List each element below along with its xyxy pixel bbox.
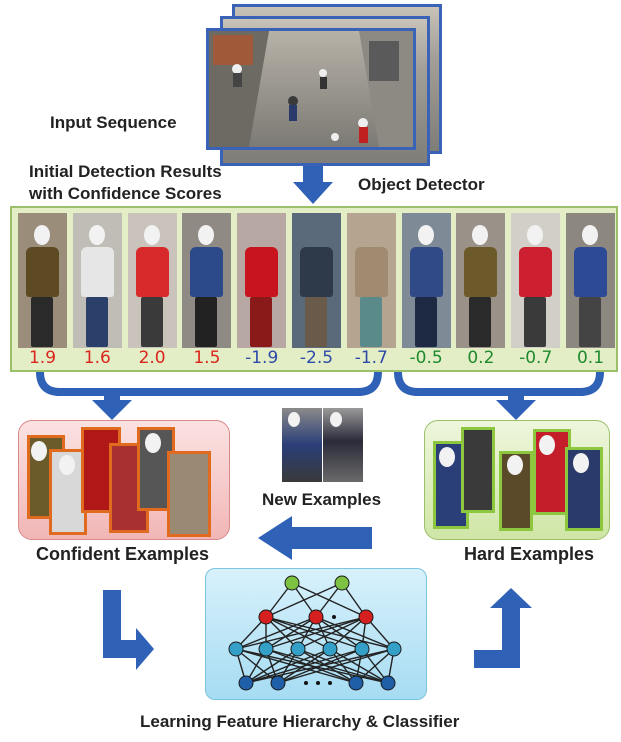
network-edge xyxy=(245,648,395,684)
network-edge xyxy=(265,616,299,650)
confidence-score: 1.6 xyxy=(83,348,111,368)
detector-arrow xyxy=(293,166,333,204)
ellipsis-dot xyxy=(304,681,308,685)
detection-crop xyxy=(401,213,451,348)
object-detector-label: Object Detector xyxy=(358,175,485,194)
network-edge xyxy=(245,648,331,684)
confidence-score: -0.5 xyxy=(409,348,443,368)
detection-crop xyxy=(292,213,341,348)
confidence-score: -1.7 xyxy=(354,348,388,368)
detection-crop xyxy=(566,213,615,348)
confidence-score: 1.9 xyxy=(28,348,57,368)
confident-examples-panel xyxy=(18,420,230,540)
network-edge xyxy=(265,616,367,650)
feature-hierarchy-network xyxy=(228,575,402,691)
hidden-node-low xyxy=(354,641,370,657)
network-edge xyxy=(355,648,395,684)
network-edge xyxy=(265,648,357,684)
confidence-score: -0.7 xyxy=(519,348,553,368)
hidden-node-low xyxy=(258,641,274,657)
detections-band: 1.9 1.6 2.0 1.5 -1.9 -2.5 -1.7 -0.5 0.2 -0.7 0.1 xyxy=(10,206,618,372)
network-edge xyxy=(265,582,343,618)
initial-results-label-line2: with Confidence Scores xyxy=(29,184,222,203)
input-node xyxy=(238,675,254,691)
hidden-node-low xyxy=(228,641,244,657)
network-box xyxy=(205,568,427,700)
detection-crop xyxy=(346,213,396,348)
network-edge xyxy=(265,616,331,650)
learning-label: Learning Feature Hierarchy & Classifier xyxy=(140,712,460,731)
confident-crop-6 xyxy=(167,451,211,537)
detection-crop xyxy=(456,213,506,348)
detection-crop xyxy=(18,213,67,348)
ellipsis-dot xyxy=(316,681,320,685)
confidence-score: 2.0 xyxy=(138,348,166,368)
network-edge xyxy=(315,616,395,650)
network-edge xyxy=(297,616,367,650)
input-node xyxy=(348,675,364,691)
confidence-score: -2.5 xyxy=(299,348,334,368)
hidden-node-high xyxy=(358,609,374,625)
detection-crop xyxy=(72,213,122,348)
confidence-score: 1.5 xyxy=(193,348,221,368)
input-sequence-label: Input Sequence xyxy=(50,113,177,132)
detection-crop xyxy=(237,213,287,348)
top-node xyxy=(334,575,350,591)
detection-crop xyxy=(182,213,232,348)
street-scene-image xyxy=(209,31,413,147)
confidence-score: 0.1 xyxy=(576,348,605,368)
hidden-node-low xyxy=(290,641,306,657)
ellipsis-dot xyxy=(332,615,336,619)
input-node xyxy=(270,675,286,691)
network-edge xyxy=(235,616,367,650)
network-edge xyxy=(235,616,317,650)
network-edge xyxy=(315,616,363,650)
network-edge xyxy=(297,648,357,684)
network-edge xyxy=(329,616,367,650)
network-edge xyxy=(265,616,317,650)
hidden-node-high xyxy=(258,609,274,625)
hidden-node-high xyxy=(308,609,324,625)
detection-crop xyxy=(511,213,561,348)
input-node xyxy=(380,675,396,691)
input-frame-front xyxy=(206,28,416,150)
network-edge xyxy=(245,648,299,684)
detection-crop xyxy=(127,213,177,348)
network-edge xyxy=(277,648,395,684)
hard-crop-2 xyxy=(461,427,495,513)
hidden-node-low xyxy=(386,641,402,657)
confident-examples-label: Confident Examples xyxy=(36,544,210,564)
confidence-score: -1.9 xyxy=(245,348,279,368)
confidence-score: 0.2 xyxy=(467,348,495,368)
initial-results-label-line1: Initial Detection Results xyxy=(29,162,222,181)
top-node xyxy=(284,575,300,591)
network-edge xyxy=(265,616,395,650)
new-example-crop-2 xyxy=(323,408,363,482)
hard-examples-label: Hard Examples xyxy=(464,544,595,564)
new-examples-label: New Examples xyxy=(262,490,382,509)
hidden-node-low xyxy=(322,641,338,657)
hard-examples-panel xyxy=(424,420,610,540)
network-edge xyxy=(235,648,357,684)
network-edge xyxy=(245,648,363,684)
ellipsis-dot xyxy=(328,681,332,685)
